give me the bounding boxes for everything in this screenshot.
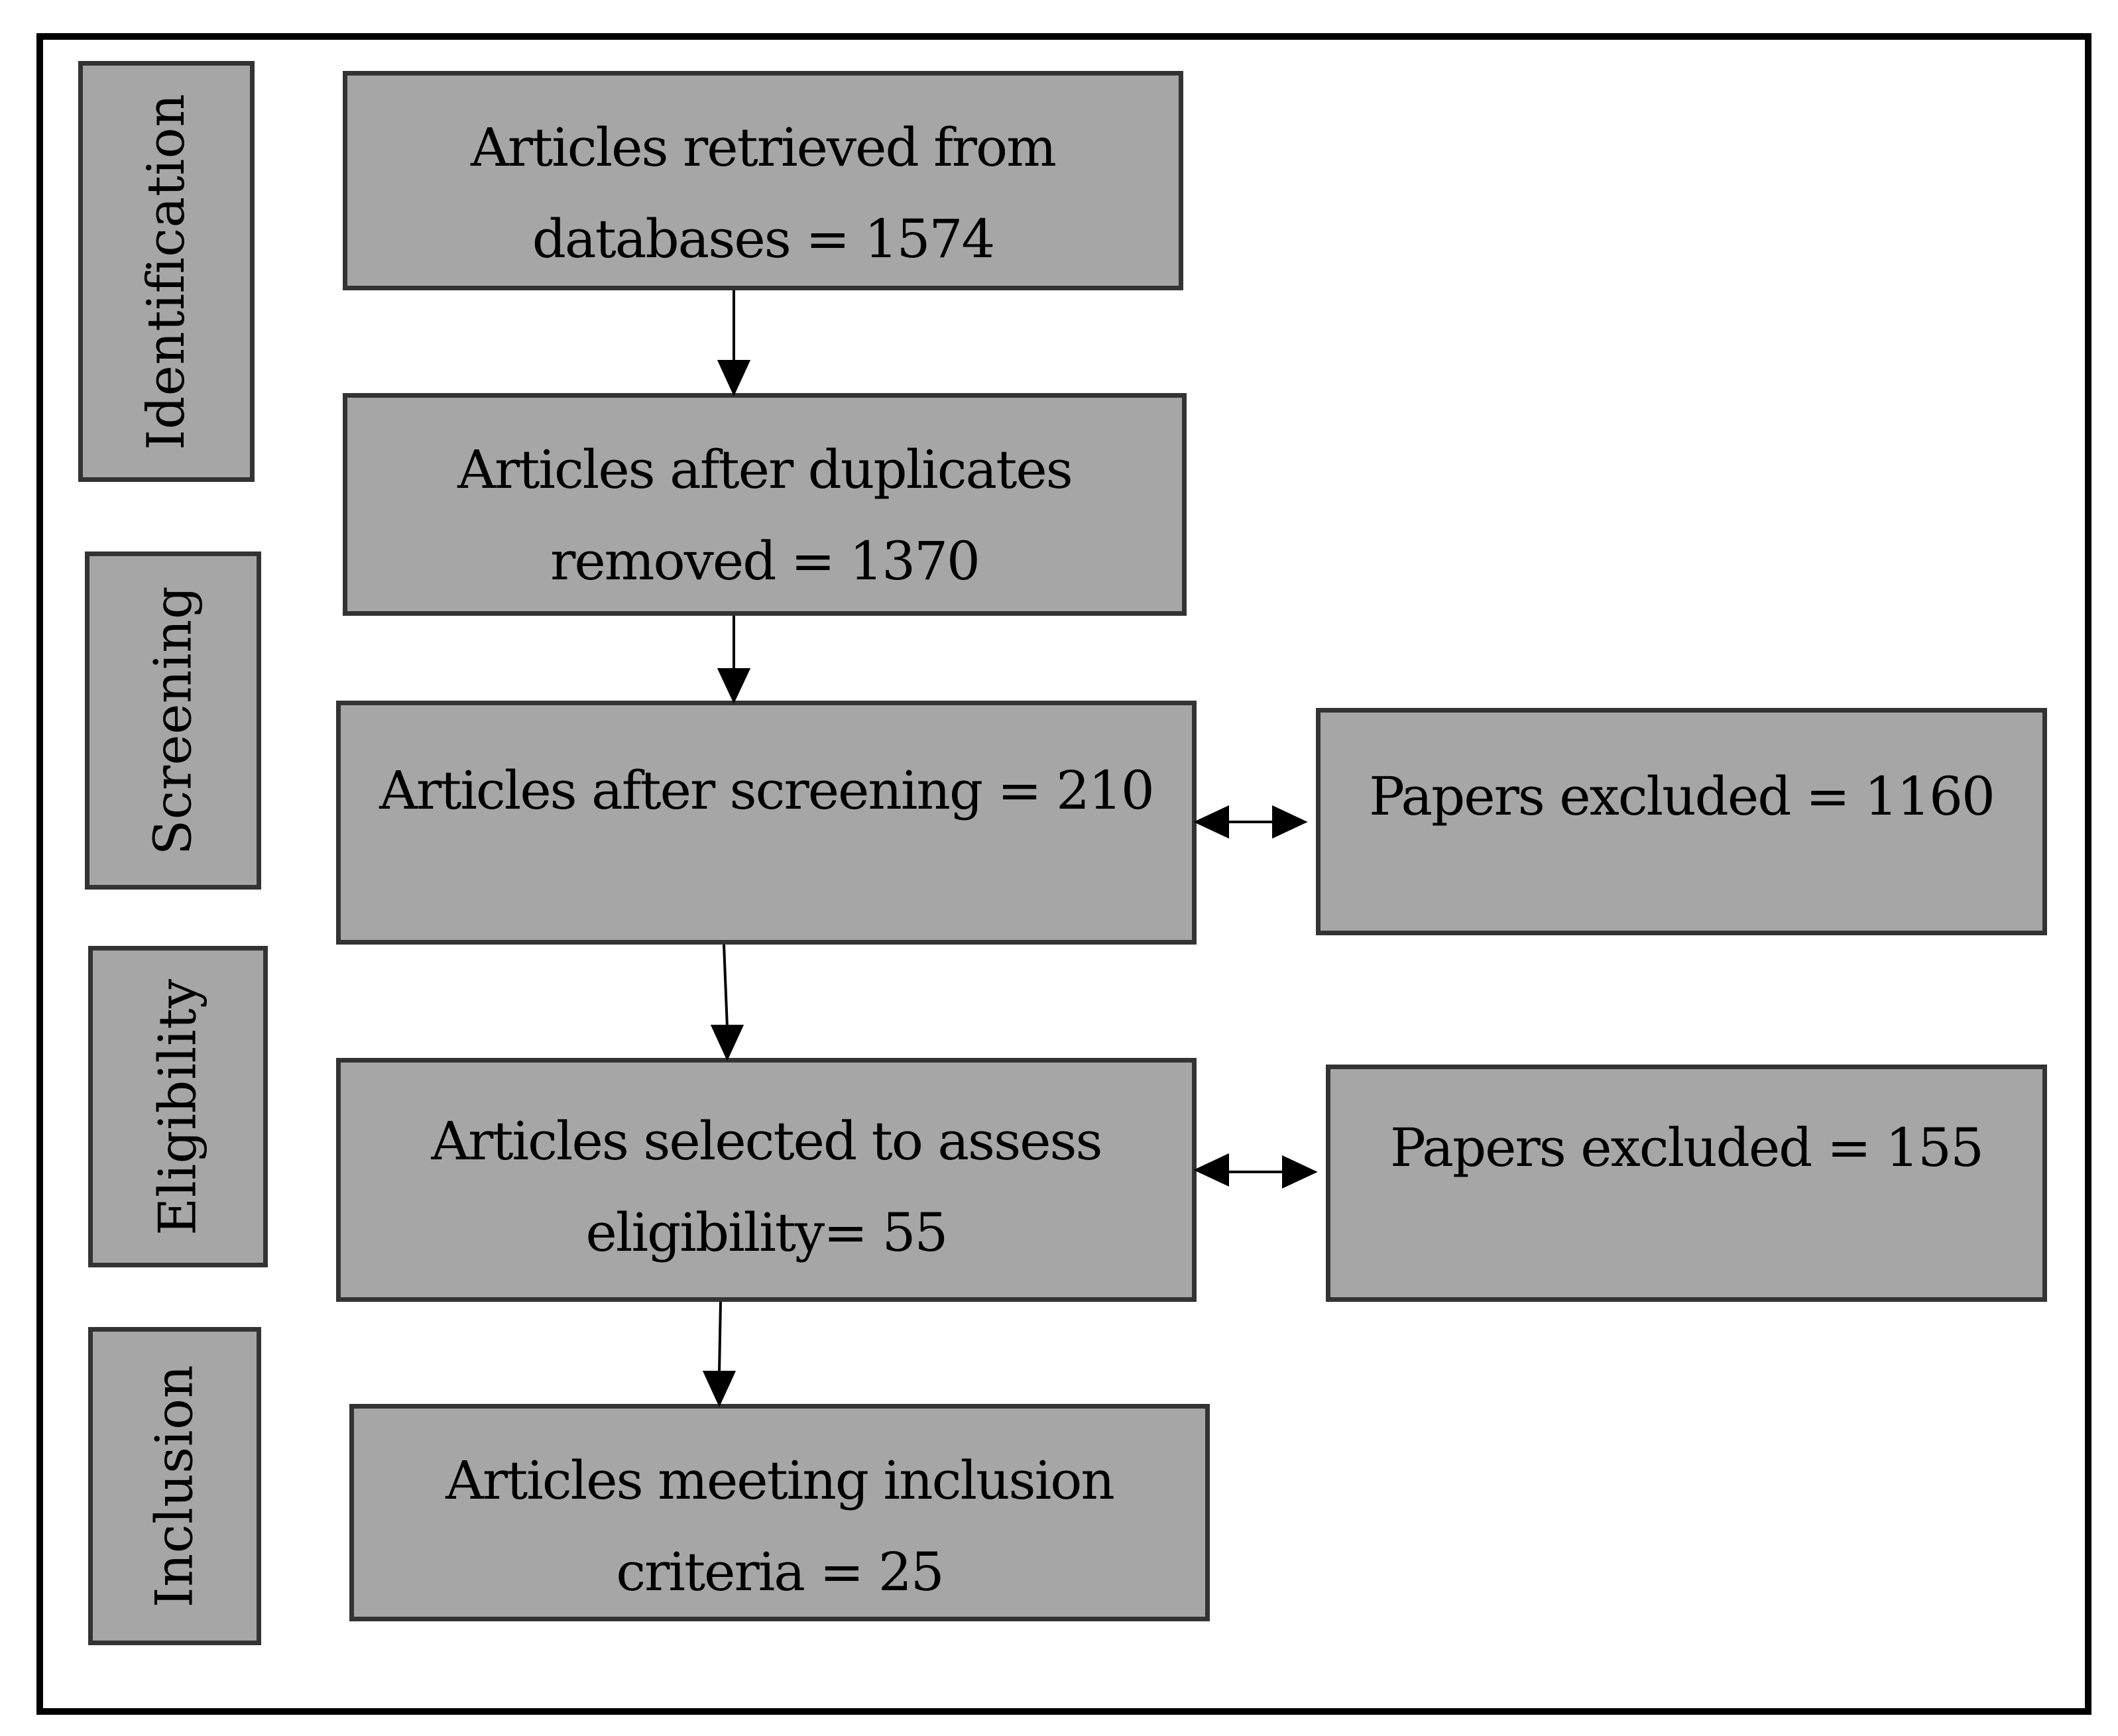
box-text: criteria = 25 — [616, 1541, 944, 1603]
arrow-head — [702, 1371, 736, 1407]
stage-eligibility: Eligibility — [88, 946, 268, 1267]
stage-identification: Identification — [78, 61, 255, 482]
box-inclusion-criteria: Articles meeting inclusion criteria = 25 — [349, 1404, 1210, 1621]
arrow-head — [1282, 1155, 1318, 1189]
arrow-head — [710, 1025, 744, 1061]
box-papers-excluded-screening: Papers excluded = 1160 — [1316, 708, 2047, 935]
box-text: databases = 1574 — [532, 208, 996, 270]
box-duplicates-removed: Articles after duplicates removed = 1370 — [343, 393, 1187, 616]
box-text: Articles selected to assess — [431, 1110, 1102, 1172]
box-articles-retrieved: Articles retrieved from databases = 1574 — [343, 71, 1183, 290]
arrow-head — [1272, 805, 1308, 839]
arrow-head — [1193, 805, 1229, 839]
stage-screening: Screening — [85, 551, 261, 890]
box-text: Papers excluded = 155 — [1390, 1117, 1984, 1179]
arrow-down — [718, 1301, 722, 1374]
arrow-down — [723, 944, 729, 1028]
arrow-head — [717, 668, 751, 704]
box-papers-excluded-eligibility: Papers excluded = 155 — [1326, 1065, 2047, 1302]
arrow-head — [717, 360, 751, 396]
box-text: eligibility= 55 — [585, 1202, 949, 1263]
box-text: Articles after duplicates — [457, 439, 1073, 500]
box-text: Papers excluded = 1160 — [1369, 766, 1995, 827]
box-text: removed = 1370 — [550, 530, 980, 592]
box-assess-eligibility: Articles selected to assess eligibility=… — [336, 1058, 1197, 1302]
box-text: Articles retrieved from — [471, 117, 1057, 178]
stage-inclusion: Inclusion — [88, 1327, 261, 1645]
box-text: Articles meeting inclusion — [445, 1450, 1115, 1511]
box-text: Articles after screening = 210 — [379, 760, 1155, 821]
box-after-screening: Articles after screening = 210 — [336, 701, 1197, 945]
arrow-head — [1193, 1153, 1229, 1187]
